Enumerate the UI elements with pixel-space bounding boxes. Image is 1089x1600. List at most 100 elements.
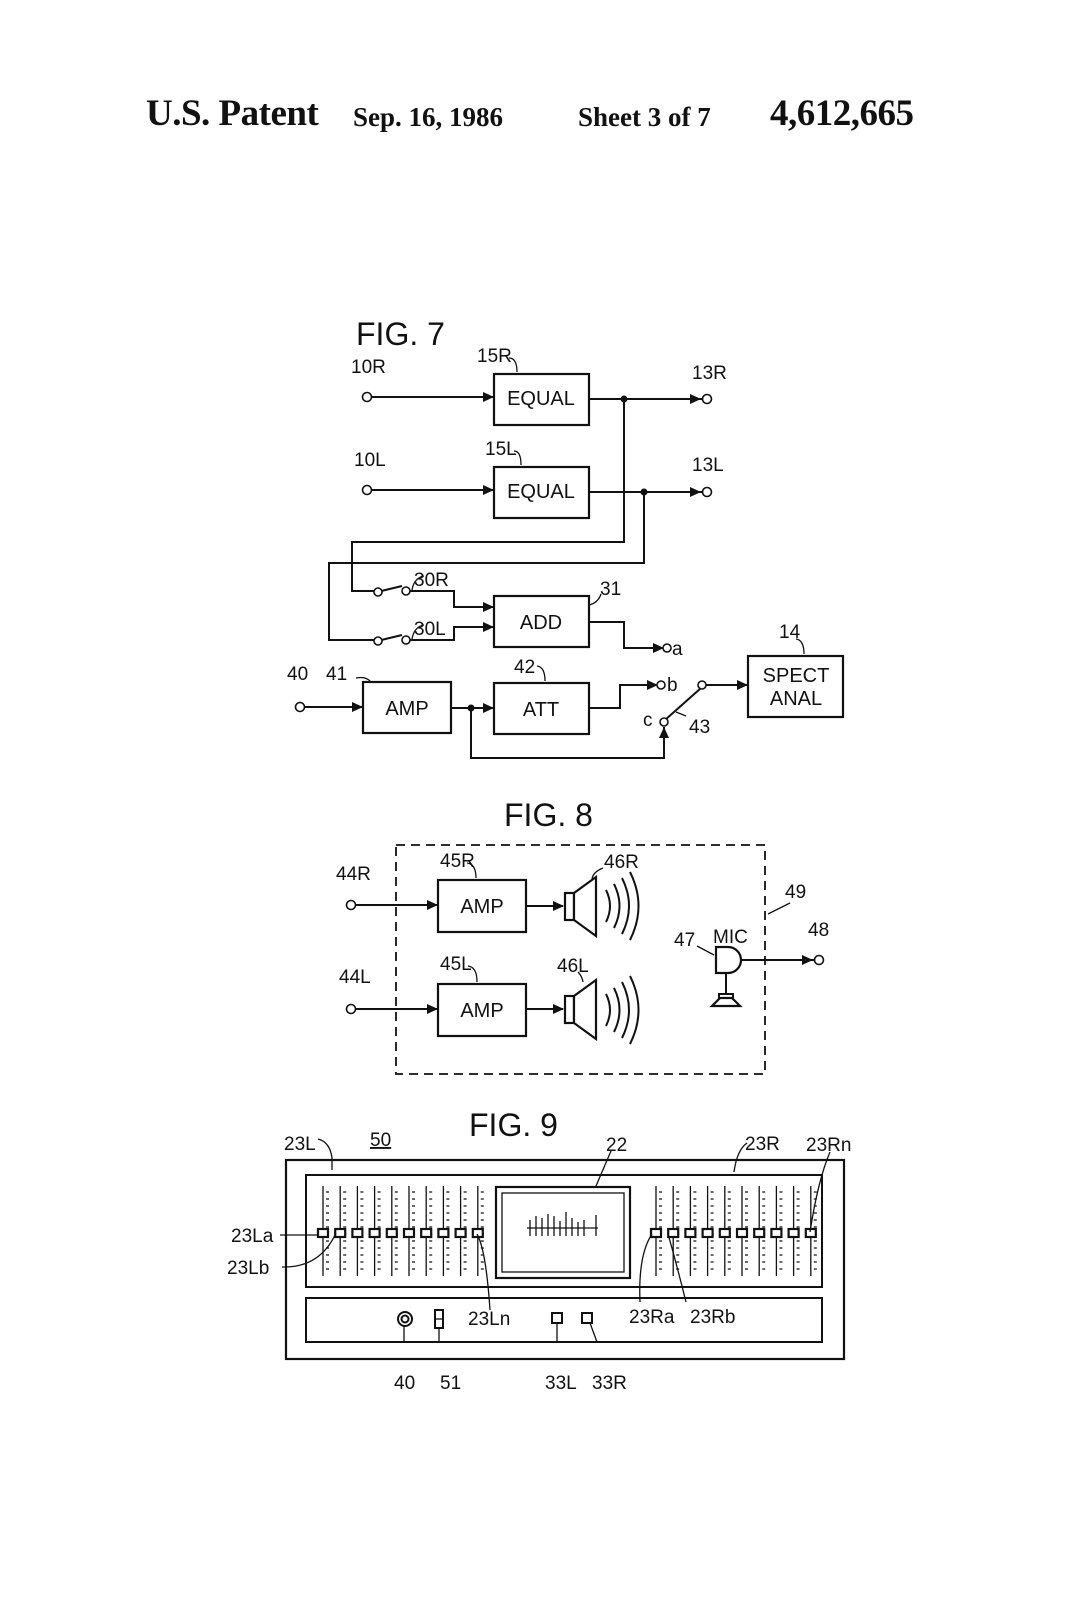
ref-label: 15L bbox=[485, 439, 517, 460]
ref-label: 44L bbox=[339, 967, 371, 988]
terminal-13l bbox=[701, 486, 713, 498]
ref-label: 23Lb bbox=[227, 1258, 269, 1279]
patent-number: 4,612,665 bbox=[770, 93, 914, 134]
ref-label: 22 bbox=[606, 1135, 627, 1156]
leader-15r bbox=[508, 357, 518, 373]
arrow bbox=[483, 392, 494, 402]
arrow bbox=[352, 702, 363, 712]
slider-knob bbox=[718, 1227, 731, 1239]
leader-45l bbox=[467, 965, 478, 983]
arrow bbox=[553, 901, 564, 911]
box-label: ADD bbox=[520, 612, 562, 634]
terminal-c bbox=[659, 717, 669, 727]
ref-label: 10L bbox=[354, 450, 386, 471]
ref-label: 13L bbox=[692, 455, 724, 476]
leader-31 bbox=[588, 593, 602, 606]
leader-23ln bbox=[476, 1233, 491, 1311]
ref-label: 10R bbox=[351, 357, 386, 378]
arrow bbox=[659, 727, 669, 738]
line-att-to-b bbox=[589, 684, 656, 709]
leader-30r bbox=[411, 575, 425, 591]
box-label: AMP bbox=[460, 896, 503, 918]
line-30l-to-add bbox=[409, 626, 494, 641]
leader-46l bbox=[577, 971, 584, 983]
terminal-switch bbox=[401, 586, 411, 596]
arrow bbox=[483, 485, 494, 495]
ref-label: 46R bbox=[604, 852, 639, 873]
junction-dot bbox=[620, 395, 628, 403]
terminal-13r bbox=[701, 393, 713, 405]
line-to-c bbox=[470, 708, 665, 759]
fig7-title: FIG. 7 bbox=[356, 316, 445, 352]
slider-knob bbox=[368, 1227, 381, 1239]
terminal-44r bbox=[345, 899, 357, 911]
box-label: EQUAL bbox=[507, 481, 575, 503]
terminal-b bbox=[656, 680, 666, 690]
slider-knob bbox=[787, 1227, 800, 1239]
terminal-switch bbox=[401, 635, 411, 645]
leader-23l bbox=[317, 1138, 333, 1170]
leader-23ra bbox=[639, 1233, 653, 1303]
sheet-number: Sheet 3 of 7 bbox=[578, 102, 711, 132]
slider-knob bbox=[454, 1227, 467, 1239]
patent-date: Sep. 16, 1986 bbox=[353, 102, 504, 132]
leader-47 bbox=[696, 945, 715, 956]
ref-label: b bbox=[667, 675, 678, 696]
display-22 bbox=[494, 1185, 632, 1280]
arrow bbox=[690, 394, 701, 404]
ref-label: 47 bbox=[674, 930, 695, 951]
leader-15l bbox=[513, 450, 522, 466]
box-spect-anal bbox=[746, 654, 845, 719]
slider-knob bbox=[316, 1227, 330, 1239]
slider-knob bbox=[402, 1227, 416, 1239]
box-amp-r bbox=[436, 878, 528, 934]
terminal-10r bbox=[361, 391, 373, 403]
fig8-title: FIG. 8 bbox=[504, 797, 593, 833]
box-amp bbox=[361, 680, 453, 735]
ref-label: 23L bbox=[284, 1134, 316, 1155]
ref-label: 23R bbox=[745, 1134, 780, 1155]
ref-label: 31 bbox=[600, 579, 621, 600]
slider-knob bbox=[701, 1227, 714, 1239]
leader-22 bbox=[595, 1150, 612, 1187]
ref-label: 30R bbox=[414, 570, 449, 591]
terminal-switch bbox=[373, 636, 383, 646]
ref-label: 15R bbox=[477, 346, 512, 367]
arrow bbox=[427, 900, 438, 910]
spectrum-display bbox=[527, 1212, 598, 1236]
box-label: SPECT bbox=[763, 665, 830, 687]
fig9-title: FIG. 9 bbox=[469, 1107, 558, 1143]
terminal-a bbox=[662, 643, 672, 653]
slider-knob bbox=[649, 1227, 663, 1239]
terminal-44l bbox=[345, 1003, 357, 1015]
arrow bbox=[483, 703, 494, 713]
leader-23rb bbox=[667, 1233, 687, 1303]
ref-label: 48 bbox=[808, 920, 829, 941]
box-att bbox=[492, 681, 591, 736]
arrow bbox=[483, 602, 494, 612]
ref-label: 23La bbox=[231, 1226, 274, 1247]
ref-label: 23Ra bbox=[629, 1307, 675, 1328]
microphone-47-icon bbox=[709, 945, 743, 1008]
lower-panel bbox=[305, 1297, 823, 1343]
slider-bank-23l bbox=[316, 1186, 484, 1276]
ref-label: 50 bbox=[370, 1130, 391, 1151]
box-label: EQUAL bbox=[507, 388, 575, 410]
selector-43 bbox=[664, 687, 702, 721]
box-label: ANAL bbox=[770, 688, 822, 710]
leader-14 bbox=[795, 638, 805, 655]
slider-knob bbox=[334, 1227, 347, 1239]
upper-panel bbox=[305, 1174, 823, 1288]
slider-knob bbox=[437, 1227, 450, 1239]
leader-41 bbox=[355, 676, 372, 683]
slider-knob bbox=[667, 1227, 680, 1239]
slider-bank-23r bbox=[649, 1186, 817, 1276]
figure-9: FIG. 9 23L 50 22 23R bbox=[227, 1107, 851, 1394]
ref-label: 45R bbox=[440, 851, 475, 872]
slider-knob bbox=[420, 1227, 433, 1239]
slider-knob bbox=[684, 1227, 697, 1239]
box-amp-l bbox=[436, 982, 528, 1038]
jack-40-inner bbox=[400, 1314, 410, 1324]
slider-knob bbox=[385, 1227, 398, 1239]
